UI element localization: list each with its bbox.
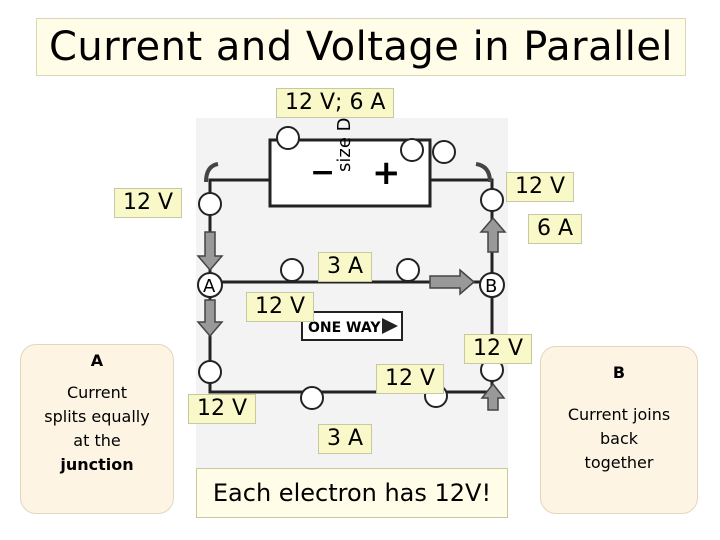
lower-left-voltage-label: 12 V (188, 394, 257, 424)
junction-b-label: B (485, 276, 497, 297)
electron-icon (276, 126, 300, 150)
electron-icon (280, 258, 304, 282)
one-way-text: ONE WAY (308, 320, 381, 336)
note-a-line: at the (73, 431, 121, 450)
battery-plus: + (372, 153, 401, 193)
electron-icon (432, 140, 456, 164)
down-arrow-icon (196, 299, 224, 338)
right-lower-voltage-label: 12 V (464, 334, 533, 364)
bottom-caption: Each electron has 12V! (212, 479, 492, 507)
electron-icon (198, 360, 222, 384)
junction-a-label: A (203, 276, 216, 297)
curved-arrow-icon (204, 162, 219, 183)
middle-current-label: 3 A (318, 252, 373, 282)
note-b-heading: B (612, 363, 626, 382)
lower-middle-voltage-label: 12 V (376, 364, 445, 394)
page-title: Current and Voltage in Parallel (48, 24, 674, 70)
battery-label: size D (334, 118, 355, 172)
note-a-line: Current (66, 383, 128, 402)
battery: − + size D (268, 118, 432, 208)
curved-arrow-icon (475, 162, 492, 183)
one-way-sign: ONE WAY (301, 311, 403, 341)
middle-voltage-label: 12 V (246, 292, 315, 322)
electron-icon (480, 188, 504, 212)
electron-figures (198, 126, 504, 410)
junction-b: B (479, 272, 505, 298)
note-b-line: back (599, 429, 639, 448)
outer-wire (208, 178, 494, 394)
note-b-line: together (584, 453, 654, 472)
junction-a: A (197, 272, 223, 298)
junction-b-circle (479, 272, 505, 298)
electron-icon (400, 138, 424, 162)
electron-icon (198, 192, 222, 216)
down-arrow-icon (196, 231, 224, 272)
up-arrow-icon (479, 216, 507, 253)
note-junction-b: B Current joins back together (540, 346, 698, 514)
right-arrow-icon (429, 268, 476, 296)
note-b-line: Current joins (567, 405, 671, 424)
bottom-caption-box: Each electron has 12V! (196, 468, 508, 518)
right-current-label: 6 A (528, 214, 583, 244)
note-a-heading: A (90, 351, 104, 370)
electron-icon (396, 258, 420, 282)
note-junction-a: A Current splits equally at the junction (20, 344, 174, 514)
title-box: Current and Voltage in Parallel (36, 18, 686, 76)
flow-arrows (196, 162, 507, 411)
junction-a-circle (197, 272, 223, 298)
battery-minus: − (310, 155, 335, 190)
one-way-arrow-icon (382, 318, 398, 334)
note-a-line: junction (60, 455, 134, 474)
left-voltage-label: 12 V (114, 188, 183, 218)
lower-current-label: 3 A (318, 424, 373, 454)
electron-icon (300, 386, 324, 410)
right-voltage-label: 12 V (506, 172, 575, 202)
top-label: 12 V; 6 A (276, 88, 395, 118)
note-a-line: splits equally (44, 407, 150, 426)
up-arrow-icon (480, 382, 506, 411)
